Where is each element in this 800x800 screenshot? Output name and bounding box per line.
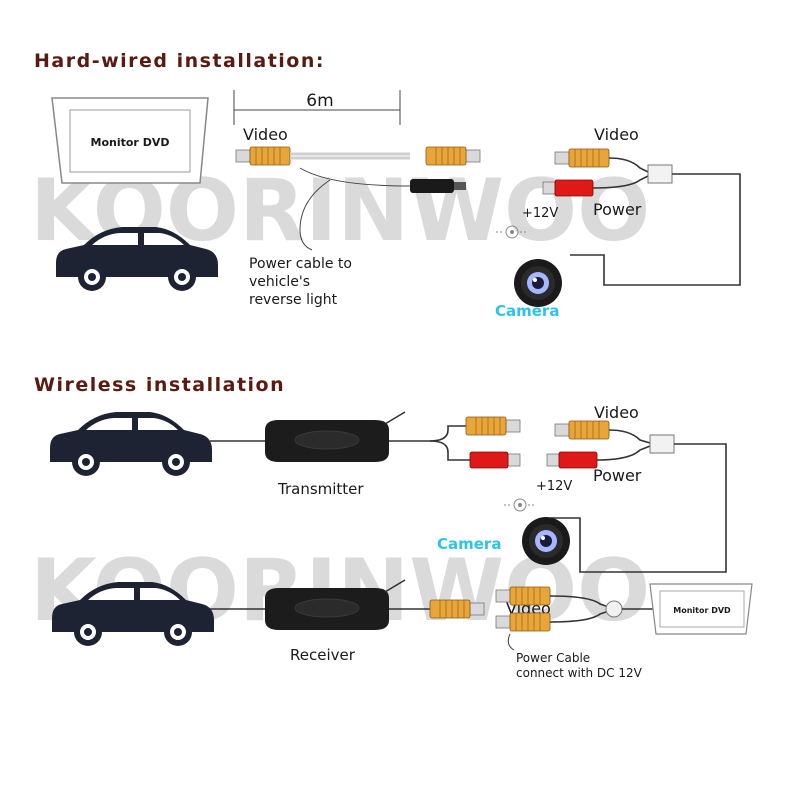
receiver-box xyxy=(264,587,390,631)
y-splitter xyxy=(649,434,675,454)
camera-label: Camera xyxy=(437,535,501,553)
rca-connector-yellow xyxy=(495,586,551,606)
distance-label: 6m xyxy=(306,91,333,111)
hardwired-heading: Hard-wired installation: xyxy=(34,50,325,72)
monitor-icon: Monitor DVD xyxy=(51,97,209,184)
rca-connector-red xyxy=(546,451,598,469)
video-label-right: Video xyxy=(594,125,639,144)
video-label-top: Video xyxy=(594,403,639,422)
camera-cable xyxy=(570,173,741,286)
y-splitter xyxy=(647,164,673,184)
rca-connector-red xyxy=(469,451,521,469)
camera-cable xyxy=(550,443,727,573)
power-label: Power xyxy=(593,200,642,219)
rca-connector-yellow xyxy=(429,599,485,619)
monitor-label: Monitor DVD xyxy=(673,606,731,615)
power-cable-note-line1: Power cable to xyxy=(249,256,352,272)
y-splitter xyxy=(605,600,623,618)
rca-connector-yellow xyxy=(554,420,610,440)
power-cable-note-line2: connect with DC 12V xyxy=(516,666,643,680)
video-label-left: Video xyxy=(243,125,288,144)
monitor-icon-small: Monitor DVD xyxy=(649,583,753,635)
rca-connector-red xyxy=(542,179,594,197)
monitor-label: Monitor DVD xyxy=(91,136,170,149)
power-cable-note-line2: vehicle's xyxy=(249,274,310,290)
camera-icon xyxy=(522,517,570,565)
wireless-heading: Wireless installation xyxy=(34,374,285,396)
rca-connector-yellow xyxy=(495,612,551,632)
transmitter-label: Transmitter xyxy=(277,480,364,498)
rca-connector-yellow xyxy=(465,416,521,436)
rca-connector-yellow xyxy=(554,148,610,168)
camera-label: Camera xyxy=(495,302,559,320)
transmitter-box xyxy=(264,419,390,463)
rca-connector-yellow xyxy=(425,146,481,166)
video-cable xyxy=(235,146,481,193)
voltage-label: +12V xyxy=(522,206,558,221)
power-cable-note-line1: Power Cable xyxy=(516,651,590,665)
power-cable-note-line3: reverse light xyxy=(249,292,338,308)
car-icon xyxy=(50,412,212,476)
distance-marker: 6m xyxy=(233,90,401,125)
dc-jack-icon xyxy=(503,498,537,512)
rca-connector-yellow xyxy=(235,146,291,166)
power-lead-wire xyxy=(299,179,331,251)
receiver-label: Receiver xyxy=(290,646,356,664)
voltage-label: +12V xyxy=(536,479,572,494)
power-label: Power xyxy=(593,466,642,485)
camera-icon xyxy=(514,259,562,307)
